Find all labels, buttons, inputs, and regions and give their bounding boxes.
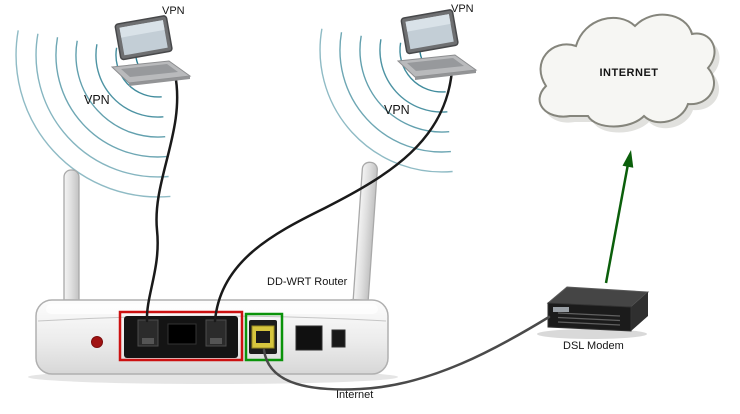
label-internet-cloud: INTERNET bbox=[599, 67, 659, 79]
wifi-signal-right-icon bbox=[319, 28, 453, 173]
label-modem: DSL Modem bbox=[563, 340, 624, 352]
router-power-inlet bbox=[331, 329, 346, 348]
router-extra-port bbox=[295, 325, 323, 351]
label-vpn-laptop-2: VPN bbox=[451, 3, 474, 15]
lan-highlight-red-box bbox=[118, 310, 244, 362]
label-vpn-laptop-1: VPN bbox=[162, 5, 185, 17]
cable-router-to-modem bbox=[262, 315, 551, 391]
router-reset-led bbox=[91, 336, 103, 348]
label-router: DD-WRT Router bbox=[267, 276, 348, 288]
label-vpn-signal-left: VPN bbox=[84, 93, 110, 107]
cable-laptop1-to-router bbox=[145, 72, 179, 323]
laptop-2-icon bbox=[397, 8, 477, 81]
modem-shadow bbox=[537, 329, 647, 339]
label-internet-connection: Internet bbox=[336, 389, 374, 401]
router-lan-ports bbox=[124, 316, 238, 358]
dd-wrt-router bbox=[35, 299, 389, 375]
cable-laptop2-to-router bbox=[213, 68, 454, 323]
router-wan-port bbox=[249, 320, 277, 354]
wan-highlight-green-box bbox=[244, 312, 284, 362]
router-antenna-left bbox=[57, 169, 86, 323]
label-vpn-signal-right: VPN bbox=[384, 103, 410, 117]
wifi-signal-left-icon bbox=[15, 30, 171, 198]
laptop-1-icon bbox=[111, 14, 191, 87]
arrow-modem-to-internet bbox=[604, 150, 634, 284]
dsl-modem bbox=[546, 286, 650, 332]
internet-cloud-icon bbox=[538, 13, 720, 133]
